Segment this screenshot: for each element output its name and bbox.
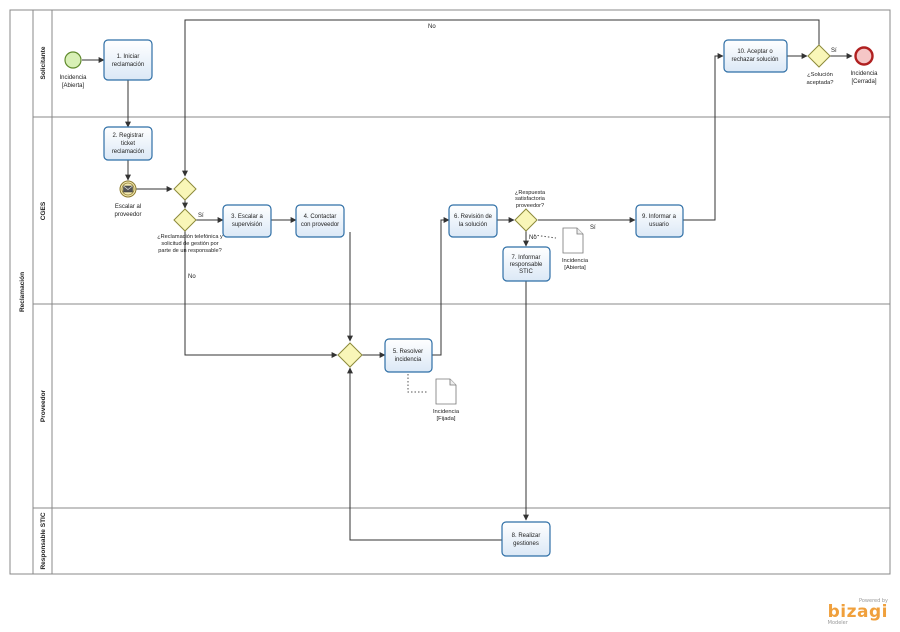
task-4-line1: 4. Contactar xyxy=(304,214,337,220)
bizagi-logo: Powered by bizagi Modeler xyxy=(828,599,888,626)
sequence-flows xyxy=(82,19,853,541)
task-4-line2: con proveedor xyxy=(301,222,339,228)
assoc-t7-doc1 xyxy=(533,234,557,239)
gateway-g2[interactable] xyxy=(514,208,538,232)
svg-text:parte de un responsable?: parte de un responsable? xyxy=(158,248,221,254)
associations xyxy=(407,234,557,393)
svg-text:satisfactoria: satisfactoria xyxy=(515,196,546,202)
svg-text:[Fijada]: [Fijada] xyxy=(436,416,455,422)
svg-text:Incidencia: Incidencia xyxy=(850,71,878,77)
task-8-line2: gestiones xyxy=(513,541,539,547)
task-7[interactable]: 7. Informar responsable STIC xyxy=(502,246,551,282)
task-7-line2: responsable xyxy=(510,262,543,268)
svg-text:Escalar al: Escalar al xyxy=(115,204,141,210)
task-4[interactable]: 4. Contactar con proveedor xyxy=(295,204,345,238)
message-event[interactable] xyxy=(119,180,137,198)
flow-labels: Sí No No Sí Sí No xyxy=(188,24,837,280)
task-6-line2: la solución xyxy=(459,222,487,228)
label-g3-yes: Sí xyxy=(831,48,837,54)
flow-g1-no xyxy=(184,231,338,358)
task-1-line2: reclamación xyxy=(112,62,144,68)
task-7-line3: STIC xyxy=(519,269,533,275)
flow-t5-t6 xyxy=(432,217,450,356)
envelope-icon xyxy=(123,185,133,193)
task-9[interactable]: 9. Informar a usuario xyxy=(635,204,684,238)
task-10-line1: 10. Aceptar o xyxy=(737,49,773,55)
data-object-doc2[interactable] xyxy=(435,378,457,405)
svg-text:[Abierta]: [Abierta] xyxy=(62,83,85,89)
task-10-line2: rechazar solución xyxy=(731,57,778,63)
gateway-loop[interactable] xyxy=(173,177,197,201)
svg-text:solicitud de gestión por: solicitud de gestión por xyxy=(161,241,218,247)
task-3-line2: supervisión xyxy=(232,222,262,228)
task-7-line1: 7. Informar xyxy=(511,255,540,261)
svg-text:¿Respuesta: ¿Respuesta xyxy=(515,190,546,196)
label-g3-no: No xyxy=(428,24,436,30)
brand-name: bizagi xyxy=(827,602,888,622)
task-1[interactable]: 1. Iniciar reclamación xyxy=(103,39,153,81)
task-2-line2: ticket xyxy=(121,141,135,147)
pool: Reclamación Solicitante CGES Proveedor R… xyxy=(9,9,891,575)
task-3[interactable]: 3. Escalar a supervisión xyxy=(222,204,272,238)
task-2[interactable]: 2. Registrar ticket reclamación xyxy=(103,126,153,161)
label-g2-no: No xyxy=(529,235,537,241)
brand-powered: Powered by xyxy=(859,598,888,604)
data-object-doc1-label: Incidencia [Abierta] xyxy=(562,258,589,271)
message-event-label: Escalar al proveedor xyxy=(114,204,141,218)
svg-text:Incidencia: Incidencia xyxy=(433,409,460,415)
task-9-line2: usuario xyxy=(649,222,669,228)
flow-t8-gwmerge xyxy=(347,367,502,541)
gateway-g1[interactable] xyxy=(173,208,197,232)
svg-text:Incidencia: Incidencia xyxy=(562,258,589,264)
gateway-g2-label: ¿Respuesta satisfactoria proveedor? xyxy=(515,190,546,209)
task-6-line1: 6. Revisión de xyxy=(454,214,493,220)
flow-t9-t10 xyxy=(683,53,724,221)
task-5[interactable]: 5. Resolver incidencia xyxy=(384,338,433,373)
lane-label-stic: Responsable STIC xyxy=(40,512,47,569)
lane-label-proveedor: Proveedor xyxy=(40,389,47,422)
svg-text:proveedor?: proveedor? xyxy=(516,203,544,209)
label-g1-no: No xyxy=(188,274,196,280)
start-event[interactable] xyxy=(64,51,82,69)
data-object-doc2-label: Incidencia [Fijada] xyxy=(433,409,460,422)
gateway-g3[interactable] xyxy=(807,44,831,68)
task-10[interactable]: 10. Aceptar o rechazar solución xyxy=(723,39,788,73)
brand-edition: Modeler xyxy=(827,620,848,626)
task-1-line1: 1. Iniciar xyxy=(117,54,140,60)
task-8[interactable]: 8. Realizar gestiones xyxy=(501,521,551,557)
task-5-line1: 5. Resolver xyxy=(393,349,423,355)
svg-text:[Cerrada]: [Cerrada] xyxy=(851,79,876,85)
svg-text:aceptada?: aceptada? xyxy=(806,80,834,86)
flow-g3-no xyxy=(182,19,820,177)
assoc-t5-doc2 xyxy=(407,374,428,393)
label-g1-yes: Sí xyxy=(198,213,204,219)
task-9-line1: 9. Informar a xyxy=(642,214,677,220)
gateway-merge[interactable] xyxy=(337,342,363,368)
task-6[interactable]: 6. Revisión de la solución xyxy=(448,204,498,238)
lane-label-solicitante: Solicitante xyxy=(40,46,47,79)
label-g2-yes: Sí xyxy=(590,225,596,231)
task-2-line3: reclamación xyxy=(112,149,144,155)
svg-text:¿Reclamación telefónica y: ¿Reclamación telefónica y xyxy=(157,234,223,240)
gateway-g1-label: ¿Reclamación telefónica y solicitud de g… xyxy=(157,234,223,254)
svg-text:Incidencia: Incidencia xyxy=(59,75,87,81)
end-event[interactable] xyxy=(854,46,874,66)
pool-label: Reclamación xyxy=(19,272,26,312)
lane-label-cges: CGES xyxy=(40,201,47,220)
pool-border xyxy=(9,9,891,575)
gateway-g3-label: ¿Solución aceptada? xyxy=(806,72,834,86)
svg-text:¿Solución: ¿Solución xyxy=(807,72,833,78)
data-object-doc1[interactable] xyxy=(562,227,584,254)
task-5-line2: incidencia xyxy=(395,357,422,363)
svg-text:proveedor: proveedor xyxy=(114,212,141,218)
task-8-line1: 8. Realizar xyxy=(512,533,541,539)
task-2-line1: 2. Registrar xyxy=(112,133,143,139)
start-event-label: Incidencia [Abierta] xyxy=(59,75,87,89)
end-event-label: Incidencia [Cerrada] xyxy=(850,71,878,85)
task-3-line1: 3. Escalar a xyxy=(231,214,263,220)
svg-text:[Abierta]: [Abierta] xyxy=(564,265,586,271)
